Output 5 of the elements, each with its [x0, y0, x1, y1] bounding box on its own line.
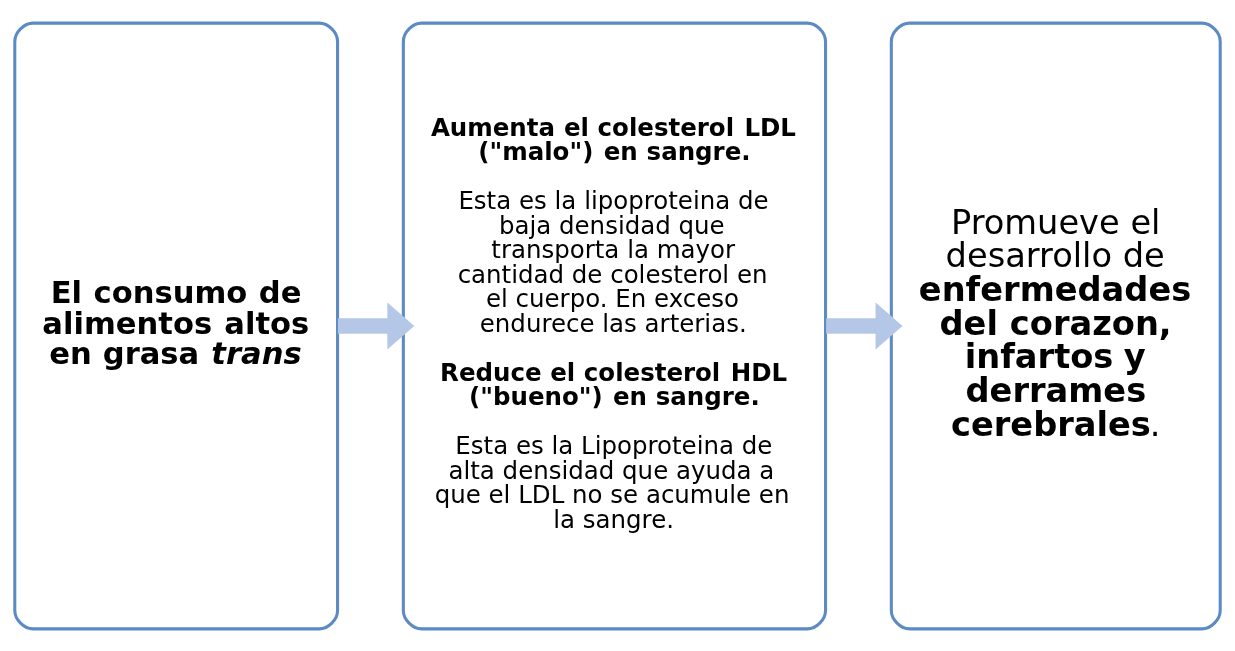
arrow: [337, 301, 415, 349]
node-box: Aumenta el colesterol LDL ("malo") en sangre. Esta es la lipoproteina de baja densidad que transporta la mayor cantidad de colesterol en el cuerpo. En exceso endurece las arterias. Reduce el colesterol HDL ("bueno") en sangre. Esta es la Lipoproteina de alta densidad que ayuda a que el LDL no se acumule en la sangre.: [401, 21, 828, 630]
node-box: El consumo de alimentos altos en grasa trans: [13, 21, 340, 630]
node-box: Promueve el desarrollo de enfermedades del corazon, infartos y derrames cerebrales.: [889, 21, 1222, 630]
arrow: [826, 301, 903, 349]
